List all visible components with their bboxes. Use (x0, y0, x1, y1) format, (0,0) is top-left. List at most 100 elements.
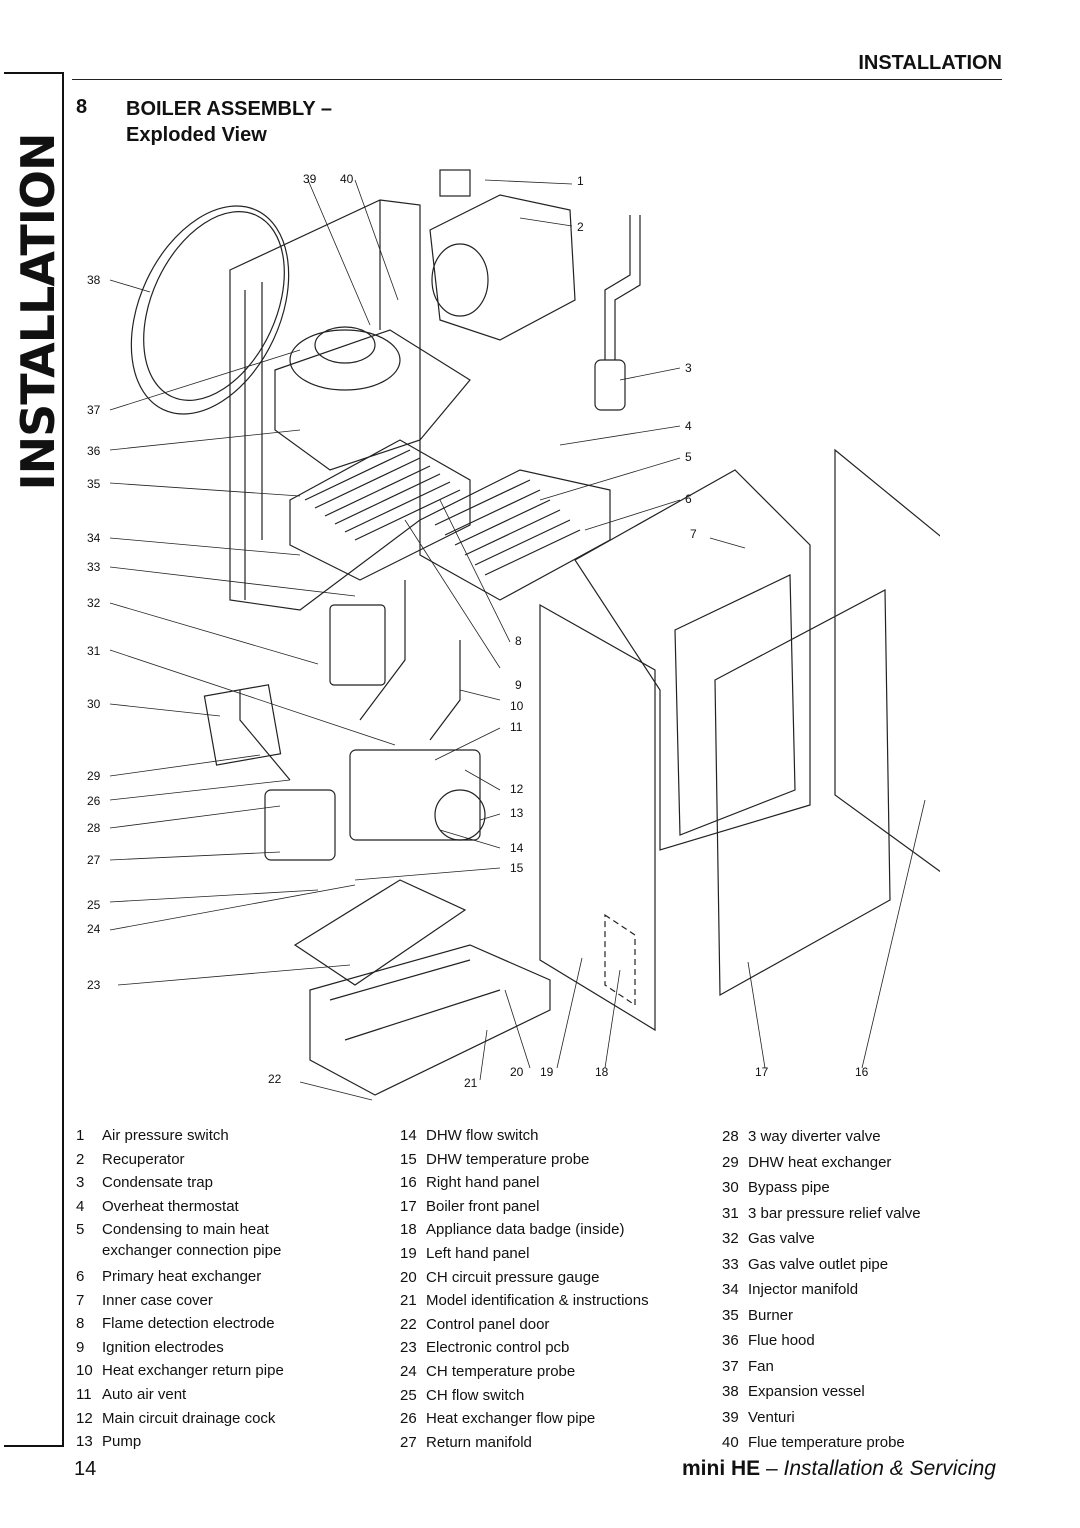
dhw-heat-exchanger-drawing (203, 684, 282, 766)
side-tab-label: INSTALLATION (11, 133, 65, 491)
svg-text:2: 2 (577, 220, 584, 234)
svg-text:40: 40 (340, 172, 354, 186)
svg-text:20: 20 (510, 1065, 524, 1079)
footer-product: mini HE (682, 1457, 761, 1480)
inner-case-cover-drawing (574, 469, 811, 851)
page-number: 14 (74, 1458, 97, 1480)
section-number: 8 (76, 96, 88, 118)
svg-text:3: 3 (685, 361, 692, 375)
svg-text:10: 10 (510, 699, 524, 713)
footer-dash: – (760, 1457, 784, 1480)
header-divider (72, 79, 1002, 80)
svg-text:19: 19 (540, 1065, 554, 1079)
hydraulic-block-drawing (349, 749, 481, 841)
svg-text:27: 27 (87, 853, 101, 867)
burner-drawing (289, 439, 471, 581)
page-header-title: INSTALLATION (858, 52, 1002, 74)
svg-text:5: 5 (685, 450, 692, 464)
svg-text:38: 38 (87, 273, 101, 287)
pipework-drawing (239, 580, 461, 781)
primary-heat-exchanger-drawing (419, 469, 611, 601)
left-hand-panel-drawing (539, 603, 656, 1032)
footer-doc-title: Installation & Servicing (783, 1457, 996, 1480)
svg-text:31: 31 (87, 644, 101, 658)
svg-text:13: 13 (510, 806, 524, 820)
right-hand-panel-drawing (834, 448, 940, 873)
svg-text:4: 4 (685, 419, 692, 433)
svg-text:21: 21 (464, 1076, 478, 1090)
side-tab: INSTALLATION (4, 72, 65, 1447)
svg-text:15: 15 (510, 861, 524, 875)
condensate-trap-drawing (604, 215, 641, 360)
svg-text:36: 36 (87, 444, 101, 458)
gas-valve-drawing (329, 604, 386, 686)
svg-text:23: 23 (87, 978, 101, 992)
section-title-line2: Exploded View (126, 124, 267, 146)
svg-text:32: 32 (87, 596, 101, 610)
pcb-drawing (293, 879, 467, 986)
svg-text:29: 29 (87, 769, 101, 783)
control-panel-drawing (309, 944, 551, 1096)
svg-text:16: 16 (855, 1065, 869, 1079)
flue-hood-drawing (274, 329, 471, 471)
svg-text:7: 7 (690, 527, 697, 541)
svg-text:6: 6 (685, 492, 692, 506)
svg-text:22: 22 (268, 1072, 282, 1086)
recuperator-drawing (429, 194, 576, 341)
chassis-frame-drawing (229, 199, 421, 611)
svg-text:11: 11 (510, 720, 523, 734)
svg-text:14: 14 (510, 841, 524, 855)
section-title-line1: BOILER ASSEMBLY – (126, 98, 332, 120)
svg-text:18: 18 (595, 1065, 609, 1079)
section-title: BOILER ASSEMBLY – Exploded View (126, 96, 332, 148)
svg-text:17: 17 (755, 1065, 769, 1079)
exploded-view-diagram: 39 40 1 2 3 4 5 6 7 8 9 10 11 12 13 14 1… (87, 169, 940, 1101)
svg-text:39: 39 (303, 172, 317, 186)
expansion-vessel-drawing (130, 205, 290, 415)
svg-text:30: 30 (87, 697, 101, 711)
svg-text:25: 25 (87, 898, 101, 912)
svg-text:26: 26 (87, 794, 101, 808)
svg-text:35: 35 (87, 477, 101, 491)
boiler-front-panel-drawing (714, 589, 891, 997)
svg-text:37: 37 (87, 403, 101, 417)
svg-text:1: 1 (577, 174, 584, 188)
svg-text:34: 34 (87, 531, 101, 545)
